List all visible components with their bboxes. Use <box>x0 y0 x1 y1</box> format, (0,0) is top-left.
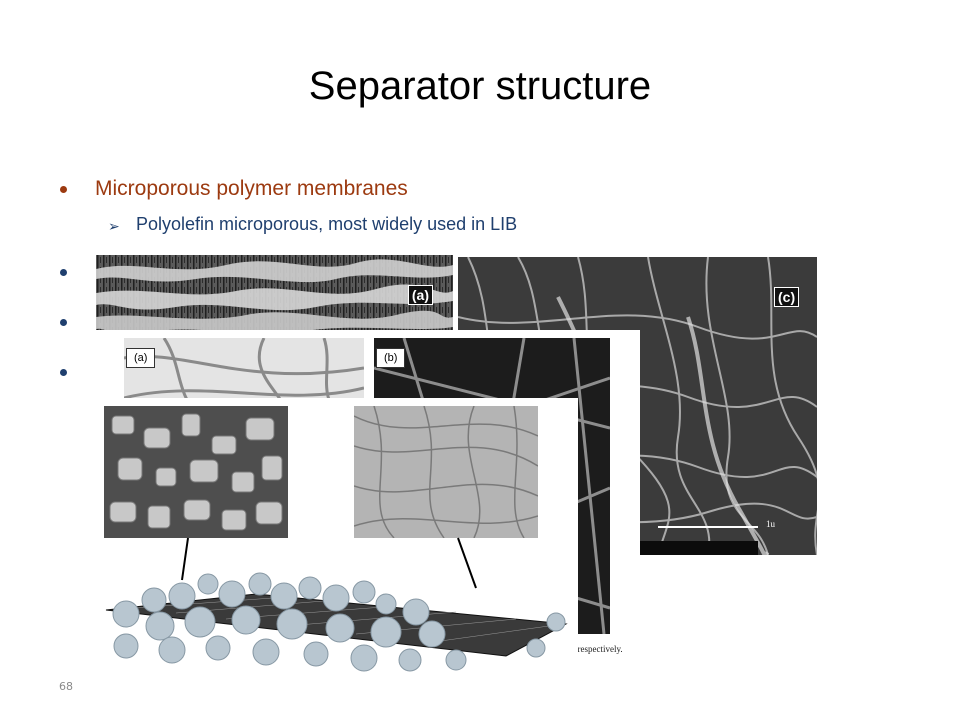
figure-caption: , respectively. <box>573 644 623 654</box>
composite-panel <box>96 398 578 680</box>
particle-sem-image <box>104 406 288 538</box>
fiber-sem-image <box>354 406 538 538</box>
sub-bullet-polyolefin: Polyolefin microporous, most widely used… <box>136 214 518 234</box>
sub-bullet-arrow-icon: ➢ <box>108 218 120 234</box>
bullet-marker <box>60 186 67 193</box>
sem-c-scale-label: 1u <box>766 519 775 529</box>
slide-number: 68 <box>59 680 73 693</box>
sem-a-label: (a) <box>407 285 433 305</box>
nonwoven-a-label: (a) <box>126 348 156 368</box>
slide-title: Separator structure <box>308 64 652 108</box>
bullet-marker <box>60 319 67 326</box>
bullet-marker <box>60 269 67 276</box>
sem-image-a: (a) <box>96 255 453 335</box>
sem-c-label: (c) <box>774 287 800 307</box>
bullet-microporous: Microporous polymer membranes <box>95 177 408 200</box>
nonwoven-b-label: (b) <box>376 348 406 368</box>
bullet-marker <box>60 369 67 376</box>
